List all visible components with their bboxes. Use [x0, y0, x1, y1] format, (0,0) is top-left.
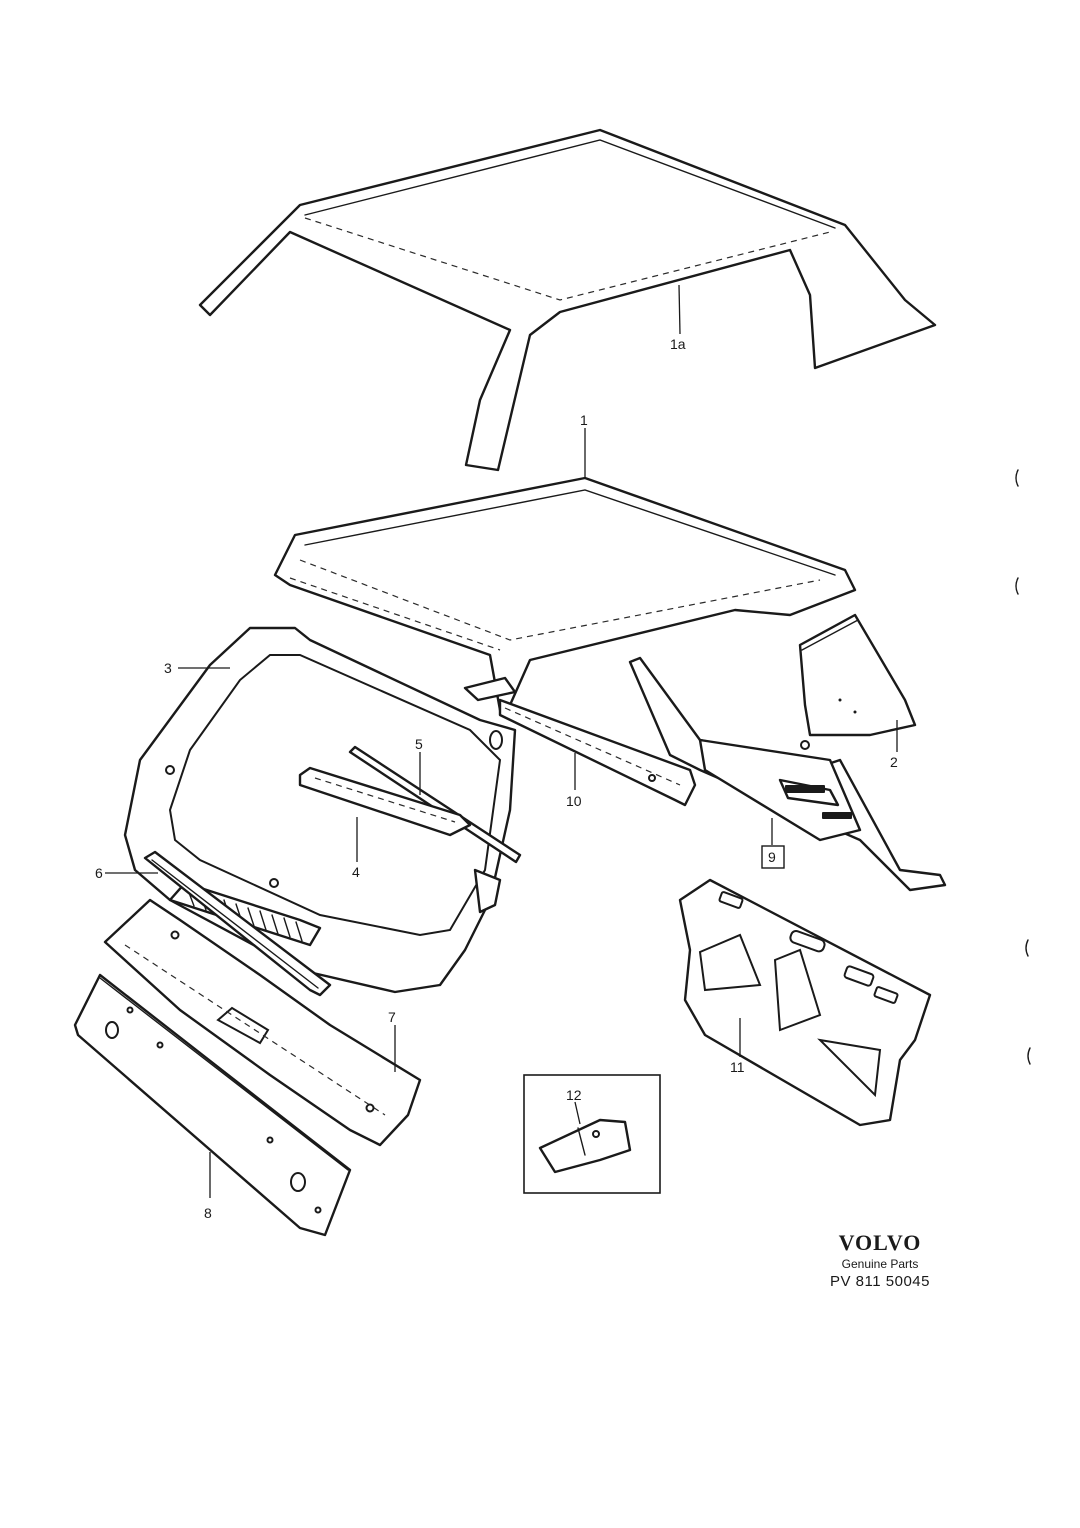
callout-6: 6 — [95, 865, 103, 881]
callout-4: 4 — [352, 864, 360, 880]
reference-number: PV 811 50045 — [830, 1273, 930, 1290]
callout-2: 2 — [890, 754, 898, 770]
brand-block: VOLVO Genuine Parts PV 811 50045 — [800, 1230, 960, 1291]
leader-lines — [105, 284, 898, 1198]
part-7-rear-panel-inner — [103, 898, 422, 1147]
brand-subtitle: Genuine Parts — [841, 1257, 919, 1271]
callout-5: 5 — [415, 736, 423, 752]
callout-11: 11 — [730, 1059, 745, 1075]
part-12-inset-box — [523, 1074, 661, 1194]
callout-1a: 1a — [670, 336, 686, 352]
part-9-side-panel — [628, 656, 947, 892]
callout-10: 10 — [566, 793, 582, 809]
volvo-logo: VOLVO — [838, 1230, 922, 1255]
part-8-rear-end-panel — [73, 973, 352, 1237]
part-4-cross-member — [298, 766, 472, 837]
callout-1: 1 — [580, 412, 588, 428]
callout-labels: 1a 1 3 5 4 6 7 8 10 2 9 11 12 — [95, 336, 898, 1221]
part-10-roof-rail — [463, 676, 697, 807]
part-1-roof-panel — [273, 476, 857, 712]
part-11-bulkhead-panel — [678, 878, 932, 1127]
callout-8: 8 — [204, 1205, 212, 1221]
part-6-seal-strip — [143, 850, 332, 997]
scan-edge-marks — [1015, 469, 1031, 1065]
callout-9-box — [761, 845, 785, 869]
callout-7: 7 — [388, 1009, 396, 1025]
part-2-quarter-panel — [798, 613, 917, 737]
callout-9: 9 — [768, 849, 776, 865]
part-1a-hardtop — [198, 128, 937, 472]
callout-3: 3 — [164, 660, 172, 676]
callout-12: 12 — [566, 1087, 582, 1103]
